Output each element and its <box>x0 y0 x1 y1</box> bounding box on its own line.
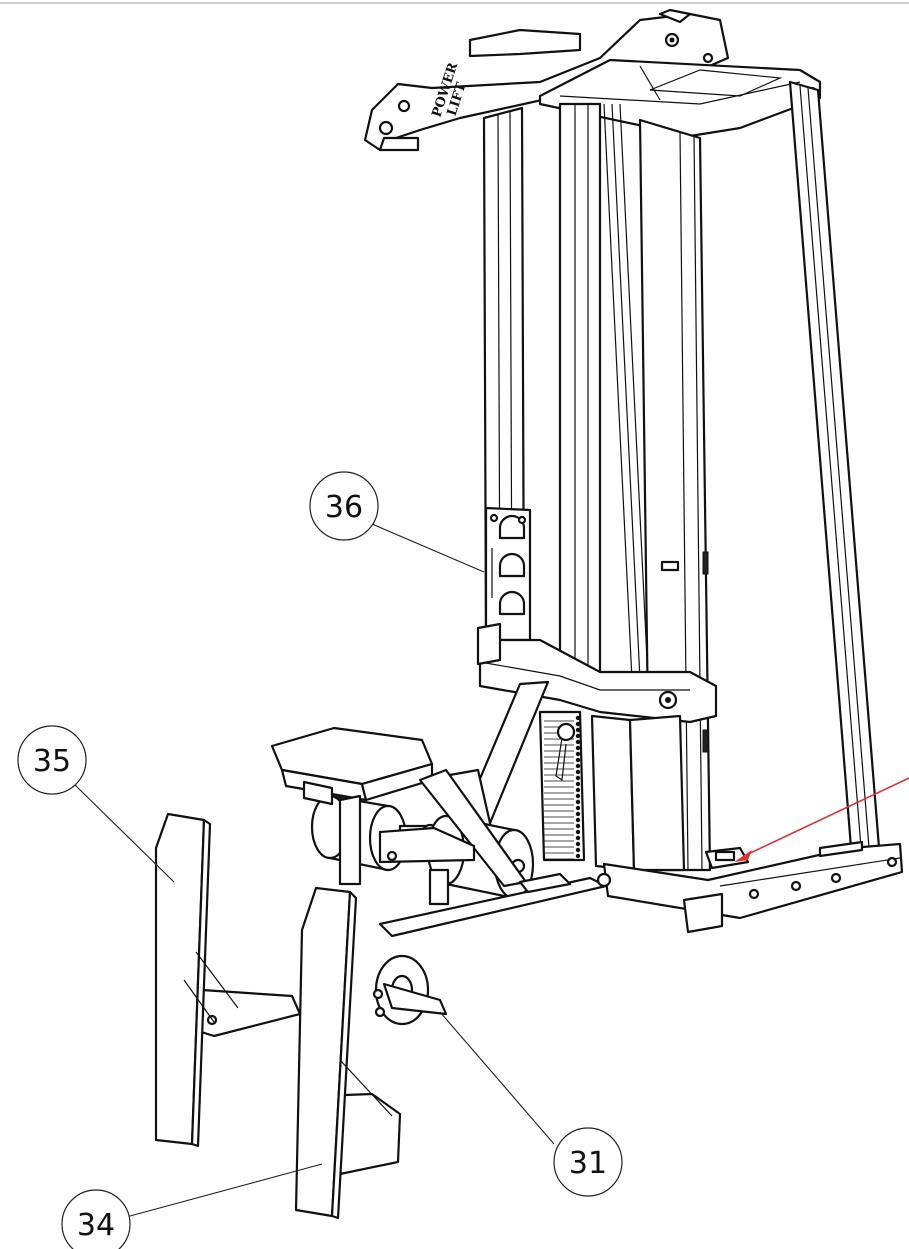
stack-plate-hole <box>575 751 581 757</box>
callout-36: 36 <box>309 471 485 573</box>
stack-plate-hole <box>575 781 581 787</box>
red-indicator-arrow <box>734 777 909 862</box>
seat-assembly <box>270 726 528 906</box>
weight-stack <box>538 710 686 872</box>
stack-plate-hole <box>575 787 581 793</box>
stack-plate-hole <box>575 775 581 781</box>
stack-plate-hole <box>575 805 581 811</box>
stack-plate-hole <box>575 727 581 733</box>
stack-plate-hole <box>575 757 581 763</box>
stack-plate-hole <box>575 853 581 859</box>
stack-plate-hole <box>575 721 581 727</box>
callout-label-36: 36 <box>325 490 363 525</box>
stack-plate-hole <box>575 745 581 751</box>
main-tower <box>482 80 882 872</box>
stack-plate-hole <box>575 733 581 739</box>
weight-pin-holder <box>484 506 532 642</box>
stack-plate-hole <box>575 793 581 799</box>
stack-plate-hole <box>575 799 581 805</box>
callout-35: 35 <box>17 725 175 883</box>
callout-31: 31 <box>439 1011 623 1197</box>
stack-plate-hole <box>575 829 581 835</box>
stack-plate-hole <box>575 835 581 841</box>
stack-plate-hole <box>575 763 581 769</box>
right-foot-plate <box>294 886 448 1220</box>
stack-plate-hole <box>575 841 581 847</box>
base-frame <box>378 840 904 938</box>
callout-34: 34 <box>61 1163 323 1249</box>
stack-plate-hole <box>575 847 581 853</box>
stack-plate-hole <box>575 817 581 823</box>
stack-plate-hole <box>575 823 581 829</box>
callout-label-31: 31 <box>569 1146 607 1181</box>
stack-plate-hole <box>575 715 581 721</box>
callout-label-35: 35 <box>33 744 71 779</box>
carriage-crossbar <box>476 622 718 724</box>
stack-plate-hole <box>575 739 581 745</box>
stack-plate-hole <box>575 811 581 817</box>
left-foot-plate <box>154 812 302 1148</box>
top-pulley-housing: POWER LIFT <box>363 8 822 152</box>
stack-plate-hole <box>575 769 581 775</box>
callout-label-34: 34 <box>77 1208 115 1243</box>
